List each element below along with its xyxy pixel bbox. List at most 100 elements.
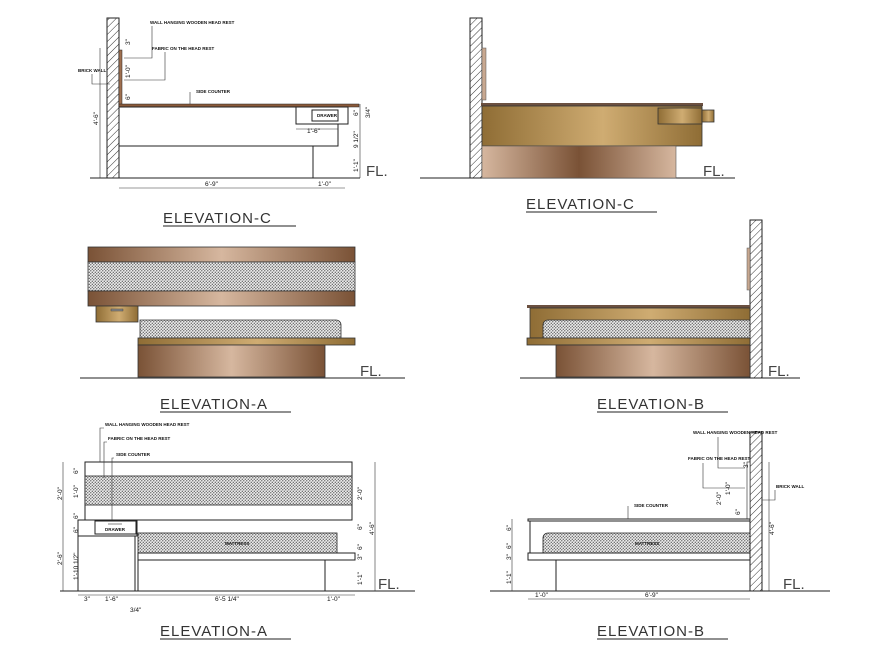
headrest-top-band bbox=[87, 246, 356, 263]
floor-label: FL. bbox=[703, 163, 725, 180]
brick-wall bbox=[469, 17, 483, 179]
bed-base bbox=[137, 344, 326, 378]
note-side-counter: SIDE COUNTER bbox=[116, 452, 151, 457]
dim-overall: 4'-6" bbox=[769, 521, 776, 535]
headrest-bottom-band bbox=[87, 290, 356, 307]
mattress bbox=[542, 319, 751, 339]
bed-base bbox=[555, 344, 751, 378]
side-counter-body bbox=[77, 535, 136, 592]
dim-l6c: 6" bbox=[73, 526, 80, 533]
mattress bbox=[139, 319, 342, 339]
dim-hb3: 6" bbox=[125, 93, 132, 100]
drawer-front bbox=[311, 109, 339, 122]
dim-h3: 9 1/2" bbox=[353, 131, 360, 148]
dim-r3: 3" bbox=[357, 553, 364, 560]
dim-r6: 6" bbox=[357, 523, 364, 530]
floor-label: FL. bbox=[360, 363, 382, 380]
dim-hb2: 2'-0" bbox=[716, 491, 723, 505]
note-fabric: FABRIC ON THE HEAD REST bbox=[152, 46, 215, 51]
drawer bbox=[94, 520, 137, 535]
bed-platform bbox=[137, 337, 356, 346]
note-fabric: FABRIC ON THE HEAD REST bbox=[108, 436, 171, 441]
note-wall-hanging: WALL HANGING WOODEN HEAD REST bbox=[693, 430, 778, 435]
mattress bbox=[542, 532, 751, 554]
dim-h1: 3/4" bbox=[365, 106, 372, 118]
dim-b34: 3/4" bbox=[130, 607, 142, 614]
mattress-label: MATTRESS bbox=[225, 541, 249, 546]
dim-overall-height: 4'-6" bbox=[93, 111, 100, 125]
mattress-label: MATTRESS bbox=[635, 541, 659, 546]
dim-length: 6'-9" bbox=[205, 181, 219, 188]
view-title: ELEVATION-C bbox=[163, 210, 272, 227]
note-fabric: FABRIC ON THE HEAD REST bbox=[688, 456, 751, 461]
dim-l110: 1'-10 1/2" bbox=[73, 552, 80, 580]
dim-l6b: 6" bbox=[73, 512, 80, 519]
brick-wall bbox=[106, 17, 120, 179]
dim-hb2: 1'-0" bbox=[125, 64, 132, 78]
headrest bbox=[481, 47, 487, 101]
dim-l6a: 6" bbox=[73, 467, 80, 474]
dim-h11: 1'-1" bbox=[506, 570, 513, 584]
bed-platform bbox=[137, 552, 356, 561]
bed-platform bbox=[527, 552, 751, 561]
drawer bbox=[657, 107, 703, 125]
side-counter-top bbox=[527, 305, 750, 308]
view-elevation-c-rendered: FL. ELEVATION-C bbox=[420, 17, 735, 213]
dim-r11: 1'-1" bbox=[357, 571, 364, 585]
drawer-label: DRAWER bbox=[105, 527, 126, 532]
side-counter-top bbox=[481, 103, 703, 106]
dim-b3: 3" bbox=[84, 596, 91, 603]
bed-platform bbox=[526, 337, 751, 346]
note-brick-wall: BRICK WALL bbox=[78, 68, 106, 73]
headrest bbox=[746, 461, 751, 520]
floor-label: FL. bbox=[768, 363, 790, 380]
dim-hb1: 3" bbox=[125, 38, 132, 45]
headrest-fabric bbox=[84, 475, 353, 506]
drawer-label: DRAWER bbox=[317, 113, 338, 118]
note-side-counter: SIDE COUNTER bbox=[196, 89, 231, 94]
view-elevation-c-line: DRAWER WALL HANGING WOODEN HEAD REST FAB… bbox=[78, 17, 388, 227]
dim-left-low: 2'-6" bbox=[57, 551, 64, 565]
view-elevation-a-line: DRAWER MATTRESS WALL HANGING WOODEN HEAD… bbox=[57, 422, 415, 640]
headrest bbox=[746, 247, 751, 291]
dim-hb1: 3" bbox=[743, 461, 750, 468]
bed-base bbox=[137, 559, 326, 592]
view-title: ELEVATION-C bbox=[526, 196, 635, 213]
view-title: ELEVATION-B bbox=[597, 623, 705, 640]
note-brick-wall: BRICK WALL bbox=[776, 484, 804, 489]
bed-base bbox=[118, 145, 314, 179]
view-elevation-a-rendered: FL. ELEVATION-A bbox=[80, 246, 405, 413]
headrest-fabric bbox=[87, 261, 356, 292]
view-title: ELEVATION-A bbox=[160, 396, 268, 413]
floor-label: FL. bbox=[783, 576, 805, 593]
dim-r6b: 6" bbox=[357, 543, 364, 550]
bed-base bbox=[481, 145, 677, 179]
view-elevation-b-rendered: FL. ELEVATION-B bbox=[520, 219, 800, 413]
brick-wall bbox=[749, 219, 763, 379]
bed-base bbox=[555, 559, 751, 592]
note-wall-hanging: WALL HANGING WOODEN HEAD REST bbox=[150, 20, 235, 25]
dim-overall: 4'-6" bbox=[369, 521, 376, 535]
note-side-counter: SIDE COUNTER bbox=[634, 503, 669, 508]
dim-h6b: 6" bbox=[506, 542, 513, 549]
dim-hb4: 6" bbox=[735, 508, 742, 515]
view-title: ELEVATION-A bbox=[160, 623, 268, 640]
brick-wall bbox=[749, 431, 763, 592]
drawer-handle bbox=[701, 109, 715, 123]
dim-blen: 6'-5 1/4" bbox=[215, 596, 239, 603]
view-elevation-b-line: MATTRESS WALL HANGING WOODEN HEAD REST F… bbox=[490, 430, 830, 640]
view-title: ELEVATION-B bbox=[597, 396, 705, 413]
dim-left-top: 2'-0" bbox=[57, 486, 64, 500]
dim-drawer-width: 1'-6" bbox=[307, 128, 321, 135]
floor-label: FL. bbox=[366, 163, 388, 180]
dim-length: 6'-9" bbox=[645, 592, 659, 599]
dim-overhang: 1'-0" bbox=[535, 592, 549, 599]
dim-h2: 6" bbox=[353, 109, 360, 116]
side-drawer bbox=[95, 305, 139, 323]
dim-l1: 1'-0" bbox=[73, 484, 80, 498]
dim-b16: 1'-6" bbox=[105, 596, 119, 603]
dim-h6a: 6" bbox=[506, 524, 513, 531]
floor-label: FL. bbox=[378, 576, 400, 593]
dim-overhang: 1'-0" bbox=[318, 181, 332, 188]
